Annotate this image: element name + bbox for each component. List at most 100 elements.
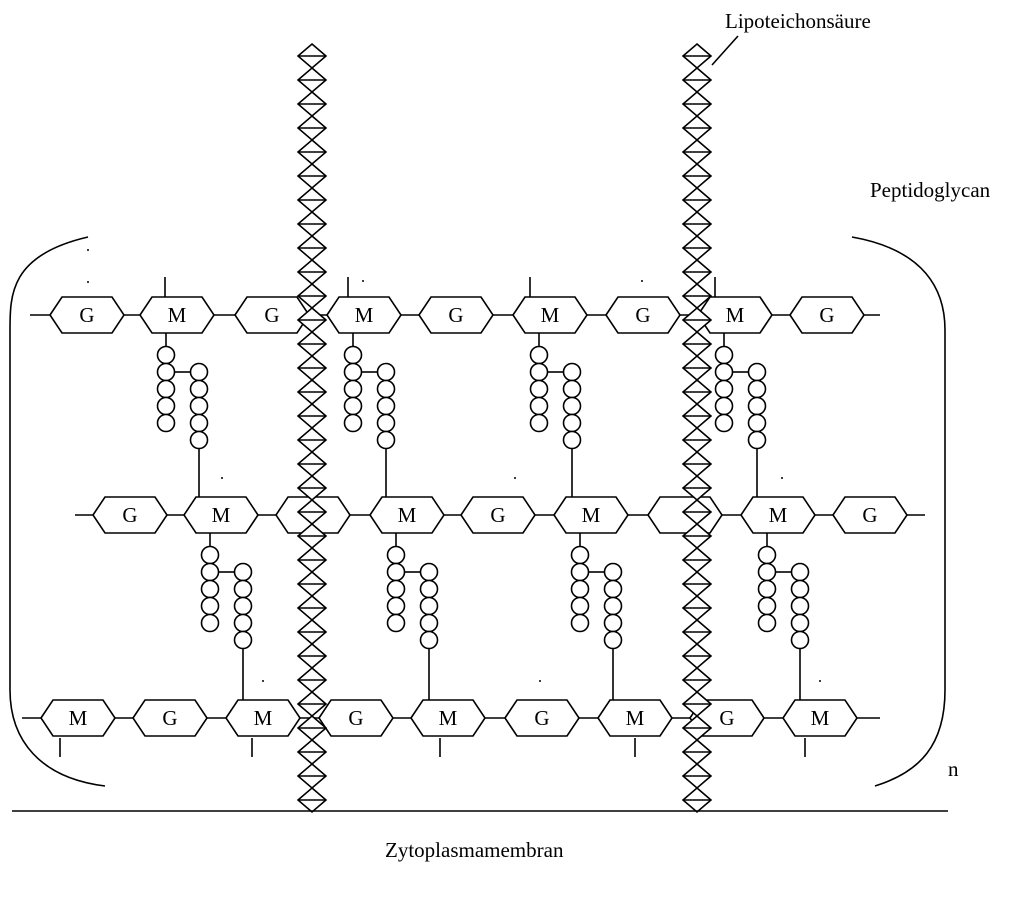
murein-unit: M (740, 496, 816, 534)
amino-acid (233, 562, 253, 582)
amino-acid (790, 562, 810, 582)
amino-acid (343, 379, 363, 399)
amino-acid (200, 579, 220, 599)
amino-acid (200, 613, 220, 633)
sugar-unit-label: M (582, 503, 601, 527)
sugar-unit-label: M (398, 503, 417, 527)
amino-acid (386, 596, 406, 616)
glucosamine-unit: G (605, 296, 681, 334)
amino-acid (419, 562, 439, 582)
dot-mark (641, 280, 643, 282)
sugar-unit-label: G (348, 706, 363, 730)
amino-acid (790, 579, 810, 599)
repeat-index-label: n (948, 757, 959, 781)
amino-acid (529, 379, 549, 399)
amino-acid (562, 430, 582, 450)
sugar-unit-label: M (254, 706, 273, 730)
glucosamine-unit: G (418, 296, 494, 334)
amino-acid (376, 430, 396, 450)
amino-acid (570, 579, 590, 599)
amino-acid (233, 579, 253, 599)
dot-mark (781, 477, 783, 479)
glucosamine-unit: G (234, 296, 310, 334)
amino-acid (419, 579, 439, 599)
amino-acid (757, 613, 777, 633)
amino-acid (189, 430, 209, 450)
sugar-unit-label: G (122, 503, 137, 527)
dot-mark (262, 680, 264, 682)
murein-unit: M (597, 699, 673, 737)
sugar-unit-label: M (726, 303, 745, 327)
amino-acid (757, 596, 777, 616)
dot-mark (514, 477, 516, 479)
right-bracket (851, 236, 946, 787)
sugar-unit-label: G (635, 303, 650, 327)
sugar-unit-label: M (811, 706, 830, 730)
amino-acid (200, 562, 220, 582)
sugar-unit-label: G (719, 706, 734, 730)
murein-unit: M (183, 496, 259, 534)
amino-acid (386, 562, 406, 582)
murein-unit: M (553, 496, 629, 534)
amino-acid (747, 396, 767, 416)
sugar-unit-label: M (212, 503, 231, 527)
amino-acid (343, 362, 363, 382)
amino-acid (562, 379, 582, 399)
amino-acid (603, 596, 623, 616)
sugar-unit-label: G (862, 503, 877, 527)
lipoteichonsaeure-pointer (711, 35, 739, 66)
amino-acid (156, 345, 176, 365)
amino-acid (747, 413, 767, 433)
amino-acid (714, 345, 734, 365)
amino-acid (189, 396, 209, 416)
amino-acid (757, 579, 777, 599)
amino-acid (529, 396, 549, 416)
amino-acid (156, 362, 176, 382)
amino-acid (529, 345, 549, 365)
amino-acid (562, 413, 582, 433)
amino-acid (386, 579, 406, 599)
peptide-crosslink (757, 533, 810, 700)
sugar-unit-label: M (168, 303, 187, 327)
glucosamine-unit: G (49, 296, 125, 334)
amino-acid (200, 545, 220, 565)
peptide-crosslink (570, 533, 623, 700)
peptide-crosslink (343, 333, 396, 497)
lipoteichoic-acid-chain (296, 42, 328, 814)
murein-unit: M (697, 296, 773, 334)
dot-mark (539, 680, 541, 682)
dot-mark (221, 477, 223, 479)
peptidoglycan-label: Peptidoglycan (870, 178, 991, 202)
amino-acid (757, 545, 777, 565)
amino-acid (714, 396, 734, 416)
sugar-unit-label: G (534, 706, 549, 730)
amino-acid (189, 362, 209, 382)
amino-acid (603, 613, 623, 633)
peptide-crosslink (529, 333, 582, 497)
dot-mark (819, 680, 821, 682)
glucosamine-unit: G (460, 496, 536, 534)
peptide-crosslink (200, 533, 253, 700)
murein-unit: M (512, 296, 588, 334)
murein-unit: M (326, 296, 402, 334)
dot-mark (87, 281, 89, 283)
amino-acid (233, 613, 253, 633)
amino-acid (714, 362, 734, 382)
dot-mark (87, 249, 89, 251)
murein-unit: M (369, 496, 445, 534)
amino-acid (570, 613, 590, 633)
sugar-unit-label: G (162, 706, 177, 730)
amino-acid (570, 596, 590, 616)
amino-acid (529, 413, 549, 433)
amino-acid (747, 430, 767, 450)
amino-acid (747, 362, 767, 382)
amino-acid (233, 596, 253, 616)
amino-acid (343, 396, 363, 416)
glucosamine-unit: G (504, 699, 580, 737)
glucosamine-unit: G (789, 296, 865, 334)
amino-acid (790, 630, 810, 650)
amino-acid (386, 613, 406, 633)
amino-acid (189, 413, 209, 433)
amino-acid (386, 545, 406, 565)
